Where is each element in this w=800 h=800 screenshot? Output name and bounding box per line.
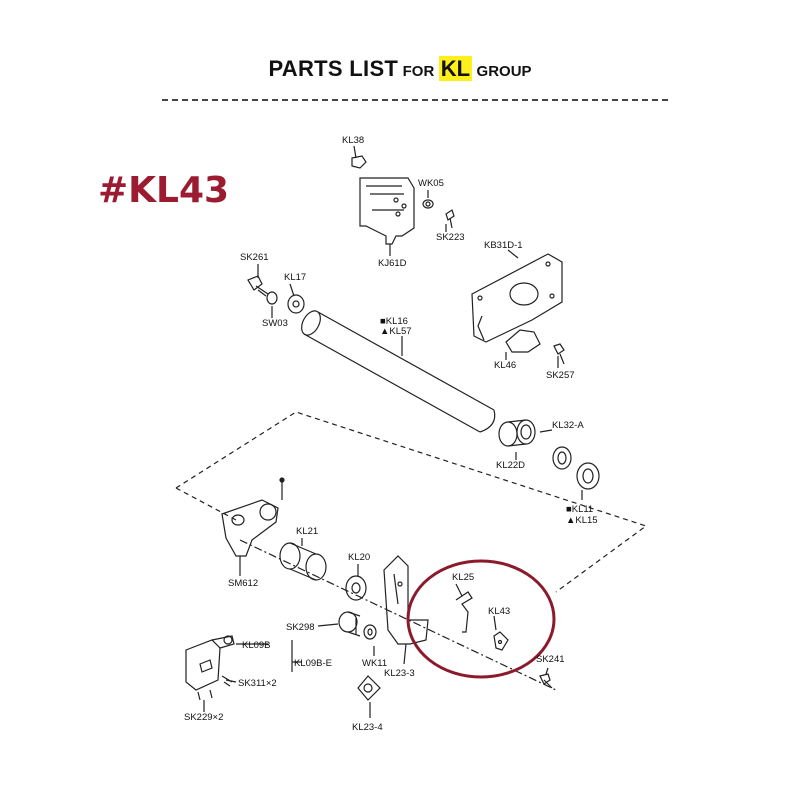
label-kl09be: KL09B-E — [294, 658, 332, 669]
label-kl46: KL46 — [494, 360, 516, 371]
lever-kl23-3 — [383, 555, 429, 645]
label-kl09b: KL09B — [242, 640, 271, 651]
highlight-circle — [406, 559, 556, 679]
title-group-code: KL — [438, 56, 473, 81]
label-sk298: SK298 — [286, 622, 315, 633]
spring-kl25 — [455, 591, 473, 633]
bushing-kl22d — [498, 419, 536, 447]
screw-sk298 — [338, 611, 361, 637]
title-for: FOR — [402, 63, 435, 80]
title-group: GROUP — [476, 63, 532, 80]
title-parts-list: PARTS LIST — [268, 56, 399, 81]
label-kl38: KL38 — [342, 135, 364, 146]
label-sk257: SK257 — [546, 370, 575, 381]
label-sw03: SW03 — [262, 318, 288, 329]
label-kj61d: KJ61D — [378, 258, 407, 269]
label-kb31d1: KB31D-1 — [484, 240, 523, 251]
bracket-kj61d — [351, 155, 415, 245]
label-kl17: KL17 — [284, 272, 306, 283]
label-kl15: ▲KL15 — [566, 515, 598, 526]
bushing-kl21 — [279, 542, 327, 581]
plate-kl43 — [493, 631, 509, 651]
label-sk261: SK261 — [240, 252, 269, 263]
label-wk05: WK05 — [418, 178, 444, 189]
parts-list-title: PARTS LIST FOR KL GROUP — [0, 56, 800, 82]
label-kl16: ■KL16 — [380, 316, 408, 327]
header-divider — [162, 99, 668, 101]
part-tag: #KL43 — [98, 170, 230, 211]
label-kl57: ▲KL57 — [380, 326, 412, 337]
label-sk241: SK241 — [536, 654, 565, 665]
plate-kb31d1 — [471, 253, 565, 365]
label-sk223: SK223 — [436, 232, 465, 243]
label-kl21: KL21 — [296, 526, 318, 537]
label-kl11: ■KL11 — [566, 504, 593, 515]
shaft-kl16 — [301, 310, 496, 433]
label-sm612: SM612 — [228, 578, 258, 589]
arm-sm612 — [221, 477, 285, 557]
label-sk229: SK229×2 — [184, 712, 223, 723]
label-kl20: KL20 — [348, 552, 370, 563]
label-kl43: KL43 — [488, 606, 510, 617]
label-kl23-3: KL23-3 — [384, 668, 415, 679]
label-wk11: WK11 — [362, 658, 387, 669]
label-kl32a: KL32-A — [552, 420, 584, 431]
block-kl09b — [185, 635, 235, 701]
label-kl25: KL25 — [452, 572, 474, 583]
label-sk311: SK311×2 — [238, 678, 277, 689]
label-kl23-4: KL23-4 — [352, 722, 383, 733]
label-kl22d: KL22D — [496, 460, 525, 471]
screw-sk261 — [247, 275, 269, 297]
